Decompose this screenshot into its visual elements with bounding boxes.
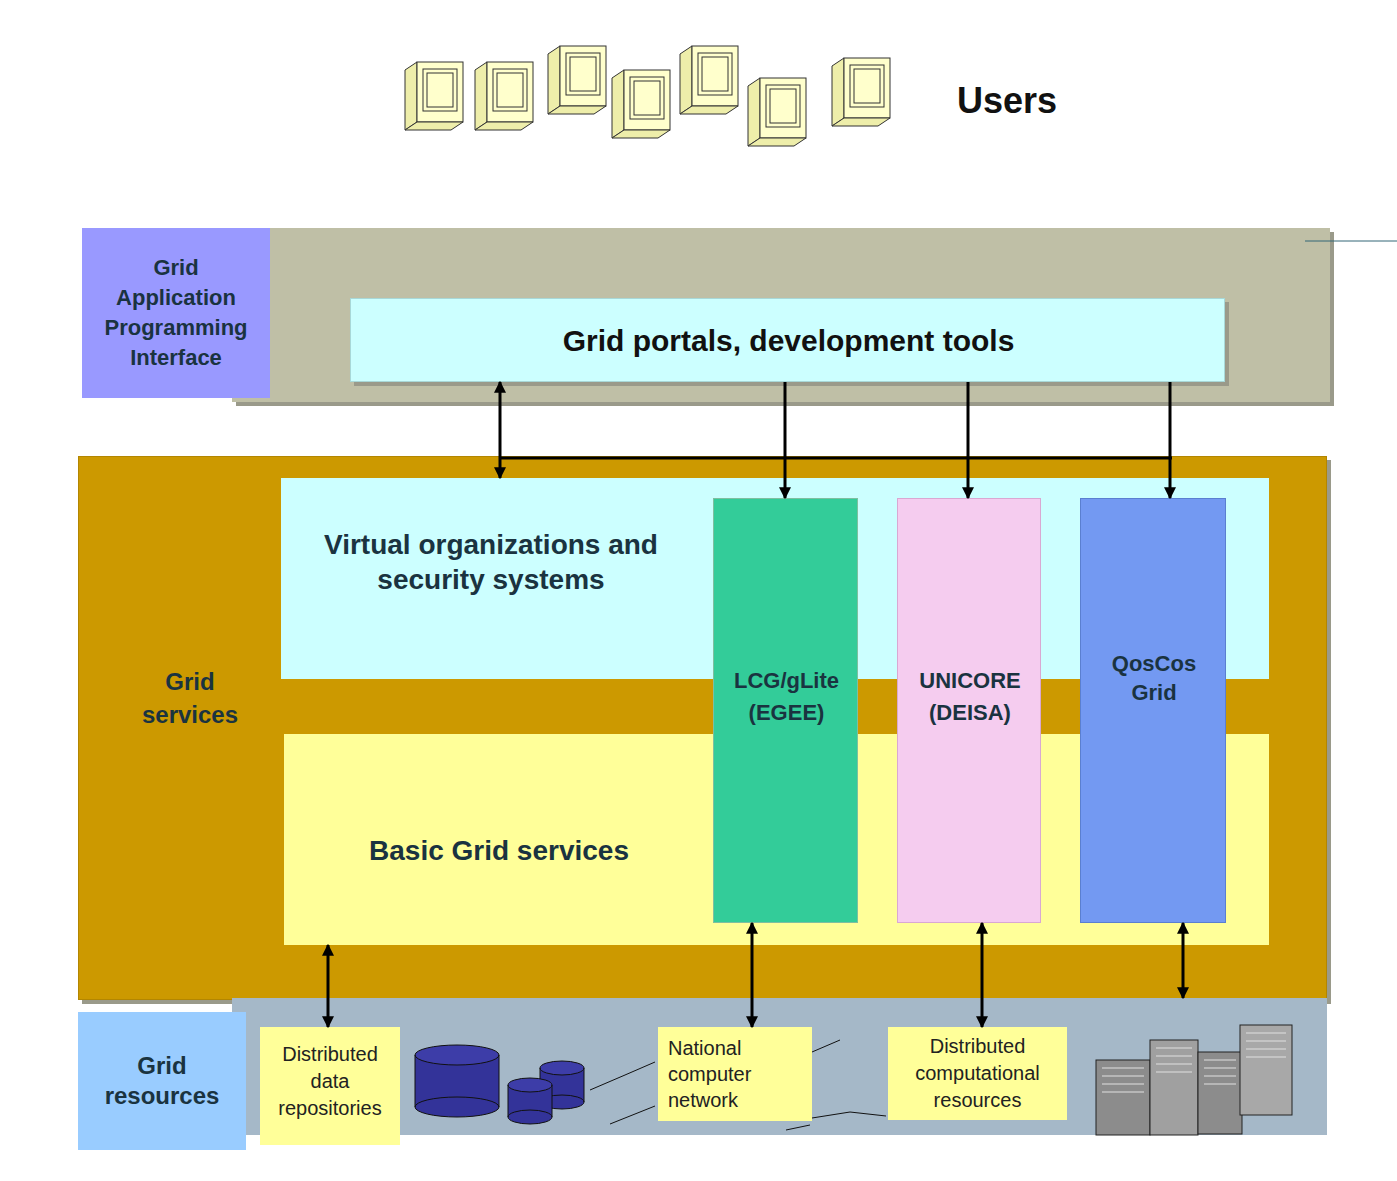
node-text: Distributed data repositories [264,1041,396,1122]
group-label: Users [957,80,1057,122]
monitor-icon [748,78,806,146]
api-layer: Grid Application Programming InterfaceGr… [82,228,1330,402]
storage-cylinders [415,1045,584,1124]
layer-tab-label: Grid resources [78,1012,246,1150]
node-text: UNICORE (DEISA) [909,665,1031,729]
text-holder: Distributed computational resources [888,1027,1067,1120]
connector-arrow [981,923,984,1027]
server-racks [1096,1025,1292,1135]
text-holder: National computer network [658,1027,812,1121]
text-holder: Grid portals, development tools [351,299,1226,383]
node-text: Distributed computational resources [893,1033,1063,1114]
connector-arrow [751,923,754,1027]
rule-line [1305,241,1397,242]
drive-slot [1156,1064,1192,1065]
drive-slot [1102,1092,1144,1093]
drive-slot [1204,1076,1236,1077]
drive-slot [1246,1041,1286,1042]
connector-arrow [499,382,502,478]
monitor-icon [405,62,463,130]
layer-label: Grid services [115,661,265,735]
monitor-icon [680,46,738,114]
drive-slot [1156,1072,1192,1073]
node-text: Grid resources [87,1051,237,1111]
node-text: National computer network [668,1035,802,1113]
resource-box: National computer network [658,1027,812,1121]
node-text: Grid Application Programming Interface [101,253,251,373]
drive-slot [1204,1060,1236,1061]
monitor-icon [475,62,533,130]
node-text: Grid portals, development tools [563,323,1015,359]
node-text: Virtual organizations and security syste… [295,527,687,597]
monitor-icon [832,58,890,126]
monitor-icon [612,70,670,138]
middleware-column: LCG/gLite (EGEE) [713,498,858,923]
resource-box: Distributed data repositories [260,1027,400,1145]
text-holder: QosCos Grid [1081,640,1227,716]
user-monitors [405,46,890,146]
services-band: Grid services Virtual organizations and s… [78,456,1327,1000]
drive-slot [1156,1048,1192,1049]
drive-slot [1156,1056,1192,1057]
monitor-icon [548,46,606,114]
drive-slot [1102,1068,1144,1069]
node-text: Basic Grid services [369,834,629,868]
drive-slot [1246,1033,1286,1034]
text-holder: UNICORE (DEISA) [898,659,1042,735]
middleware-column: UNICORE (DEISA) [897,498,1041,923]
drive-slot [1246,1049,1286,1050]
node-text: QosCos Grid [1095,649,1213,707]
text-holder: LCG/gLite (EGEE) [714,659,859,735]
connector-arrow [1182,923,1185,998]
portal-box: Grid portals, development tools [350,298,1225,382]
middleware-column: QosCos Grid [1080,498,1226,923]
connector-arrow [967,382,970,498]
node-text: LCG/gLite (EGEE) [726,665,848,729]
connector-arrow [327,945,330,1027]
text-holder: Virtual organizations and security syste… [291,517,691,607]
bus-line [500,457,1172,460]
drive-slot [1102,1084,1144,1085]
drive-slot [1246,1057,1286,1058]
drive-slot [1102,1076,1144,1077]
drive-slot [1204,1068,1236,1069]
layer-tab-label: Grid Application Programming Interface [82,228,270,398]
text-holder: Distributed data repositories [260,1027,400,1145]
drive-slot [1204,1084,1236,1085]
network-lines [590,1040,886,1130]
node-text: Grid services [120,665,260,731]
resources-layer: Grid resources Distributed data repositor… [78,998,1327,1150]
text-holder: Basic Grid services [324,823,674,879]
connector-arrow [1169,382,1172,498]
connector-arrow [784,382,787,498]
resource-box: Distributed computational resources [888,1027,1067,1120]
